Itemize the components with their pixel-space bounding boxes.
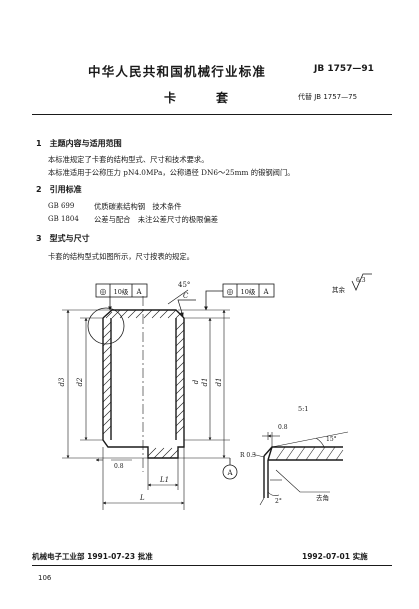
ferrule-detail-view (251, 431, 349, 506)
detail-scale: 5:1 (298, 405, 308, 413)
footer-rule (32, 565, 392, 566)
dim-d1-inner-label: d1 (201, 378, 209, 387)
tolerance-left-value: 10级 (114, 287, 129, 296)
ref-2-code: GB 1804 (48, 215, 79, 223)
section-3-heading: 3 型式与尺寸 (36, 234, 90, 243)
roughness-value: 6.3 (356, 277, 366, 284)
dim-wall-label: 0.8 (114, 463, 124, 470)
ferrule-main-view (102, 309, 185, 459)
dim-d-label: d (192, 379, 200, 384)
dim-d1-outer-label: d1 (215, 378, 223, 387)
page-number: 106 (38, 574, 52, 582)
ref-1-title: 优质碳素结构钢 技术条件 (94, 202, 182, 211)
dim-L-label: L (139, 494, 145, 502)
tolerance-left-symbol: ◎ (100, 287, 107, 296)
chamfer-angle: 45° (178, 281, 190, 289)
standard-code: JB 1757—91 (314, 64, 374, 74)
replaces-note: 代替 JB 1757—75 (298, 93, 358, 101)
tolerance-right-value: 10级 (241, 287, 256, 296)
standard-title: 中华人民共和国机械行业标准 (88, 64, 267, 79)
tolerance-frame-right (204, 283, 275, 311)
chamfer-c: C (183, 292, 189, 300)
header-rule (32, 114, 392, 115)
section-3-para-1: 卡套的结构型式如图所示，尺寸按表的规定。 (48, 252, 194, 261)
section-2-heading: 2 引用标准 (36, 185, 82, 194)
section-1-para-1: 本标准规定了卡套的结构型式、尺寸和技术要求。 (48, 155, 209, 164)
part-name: 卡 套 (164, 91, 243, 105)
detail-sharp-note: 去角 (316, 493, 329, 502)
detail-dim-08: 0.8 (278, 424, 288, 431)
implemented-note: 1992-07-01 实施 (302, 552, 368, 561)
section-1-para-2: 本标准适用于公称压力 pN4.0MPa，公称通径 DN6～25mm 的锻钢阀门。 (48, 168, 295, 177)
dim-L1-label: L1 (159, 476, 169, 484)
tolerance-frame-left (95, 283, 148, 311)
dim-d2-label: d2 (76, 377, 84, 386)
dim-d3-label: d3 (58, 377, 66, 386)
tolerance-right-symbol: ◎ (227, 287, 234, 296)
tolerance-right-datum: A (262, 288, 269, 296)
tolerance-left-datum: A (135, 288, 142, 296)
roughness-note: 其余 (332, 285, 346, 294)
section-1-heading: 1 主题内容与适用范围 (36, 139, 122, 148)
ref-1-code: GB 699 (48, 202, 75, 210)
ref-2-title: 公差与配合 未注公差尺寸的极限偏差 (94, 215, 219, 224)
detail-angle-15: 15° (326, 436, 337, 443)
detail-radius: R 0.3 (240, 452, 256, 459)
detail-angle-2: 2° (275, 498, 282, 505)
datum-a-label: A (226, 469, 233, 477)
issued-note: 机械电子工业部 1991-07-23 批准 (32, 552, 153, 561)
